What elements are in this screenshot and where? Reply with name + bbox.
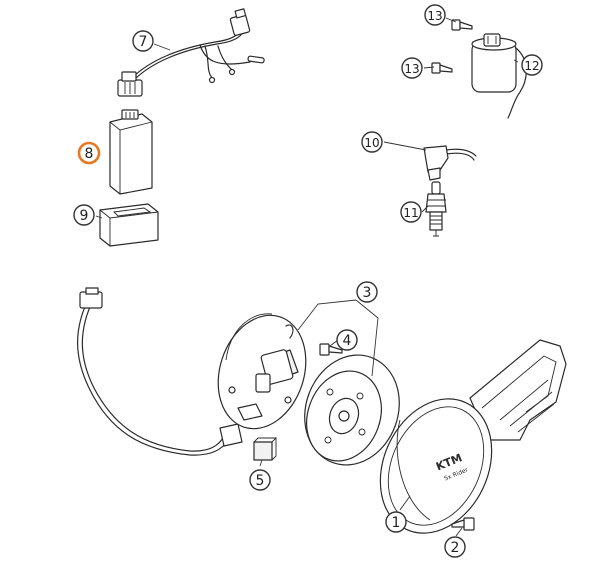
callout-11: 11 [400, 201, 422, 223]
callout-3: 3 [356, 281, 378, 303]
svg-text:12: 12 [524, 59, 539, 73]
callout-13-top: 13 [424, 4, 446, 26]
callout-1: 1 [385, 511, 407, 533]
ignition-coil [471, 33, 527, 119]
wiring-harness [117, 8, 265, 97]
svg-text:9: 9 [80, 208, 89, 224]
svg-text:13: 13 [404, 62, 419, 76]
cdi-control-unit [109, 109, 153, 195]
spark-plug-cap [423, 145, 477, 181]
spark-plug [425, 181, 447, 237]
svg-text:13: 13 [427, 9, 442, 23]
coil-screw-top [451, 19, 473, 31]
callout-4: 4 [336, 329, 358, 351]
svg-text:7: 7 [139, 34, 148, 50]
callout-7: 7 [132, 30, 154, 52]
stator-plate [217, 313, 307, 430]
svg-text:8: 8 [85, 146, 94, 162]
svg-text:5: 5 [256, 473, 265, 489]
callout-9: 9 [73, 204, 95, 226]
svg-text:10: 10 [364, 136, 379, 150]
callout-2: 2 [444, 536, 466, 558]
woodruff-key [253, 437, 278, 461]
callout-8: 8 [77, 141, 101, 165]
cover-screw [451, 517, 475, 531]
callout-12: 12 [521, 54, 543, 76]
rubber-holder [99, 203, 159, 247]
ignition-cover: KTM Sx Rider [379, 339, 567, 534]
svg-text:4: 4 [343, 333, 352, 349]
svg-text:2: 2 [451, 540, 460, 556]
svg-text:11: 11 [403, 206, 418, 220]
coil-screw-bottom [431, 62, 453, 74]
stator-cable [77, 287, 243, 456]
flywheel-rotor [304, 354, 400, 466]
callout-13-bottom: 13 [401, 57, 423, 79]
svg-text:1: 1 [392, 515, 401, 531]
callout-5: 5 [249, 469, 271, 491]
svg-text:3: 3 [363, 285, 372, 301]
stator-screw [319, 343, 343, 356]
callout-10: 10 [361, 131, 383, 153]
